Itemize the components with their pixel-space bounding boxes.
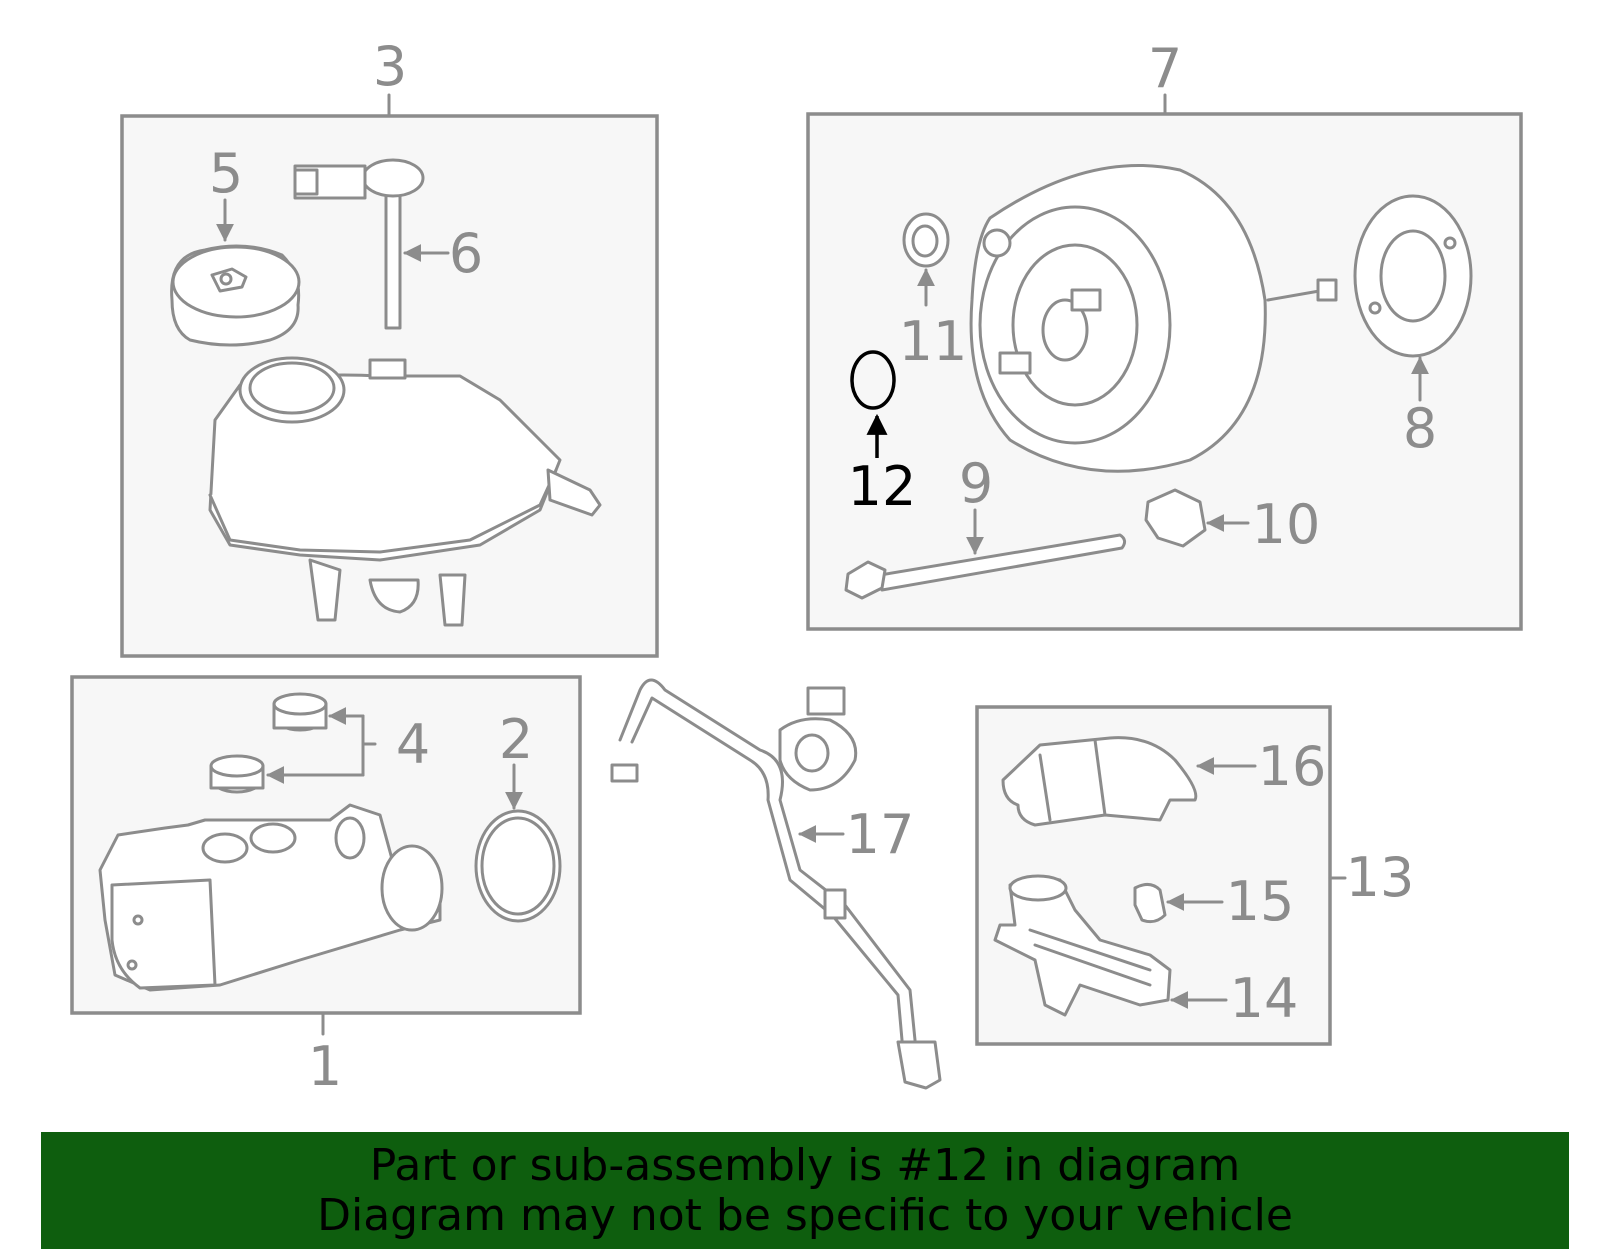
callout-12-highlighted: 12 bbox=[848, 455, 917, 518]
level-sensor bbox=[293, 158, 425, 330]
info-banner: Part or sub-assembly is #12 in diagram D… bbox=[41, 1132, 1569, 1249]
callout-5: 5 bbox=[209, 142, 243, 205]
master-cylinder bbox=[98, 803, 444, 992]
callout-8: 8 bbox=[1403, 397, 1437, 460]
callout-17: 17 bbox=[846, 803, 915, 866]
callout-10: 10 bbox=[1252, 493, 1321, 556]
seals bbox=[209, 692, 328, 794]
callout-15: 15 bbox=[1226, 870, 1295, 933]
booster-flange bbox=[1353, 194, 1473, 358]
vacuum-hose bbox=[610, 678, 942, 1090]
callout-labels: 1 2 3 4 5 6 7 8 9 10 11 12 13 14 15 16 1… bbox=[209, 35, 1437, 1098]
group-1-master-cylinder bbox=[70, 675, 582, 1036]
brake-booster bbox=[969, 164, 1338, 473]
plug bbox=[1133, 883, 1167, 924]
group-7-booster bbox=[806, 93, 1523, 631]
callout-7: 7 bbox=[1148, 37, 1182, 100]
callout-3: 3 bbox=[373, 35, 407, 98]
callout-16: 16 bbox=[1258, 735, 1327, 798]
callout-9: 9 bbox=[959, 452, 993, 515]
callout-4: 4 bbox=[396, 713, 430, 776]
nut bbox=[1144, 488, 1207, 548]
leader-lines bbox=[216, 198, 1429, 1009]
reservoir-cap bbox=[170, 244, 301, 347]
banner-line-disclaimer: Diagram may not be specific to your vehi… bbox=[317, 1189, 1293, 1241]
seal-ring bbox=[474, 809, 562, 923]
callout-2: 2 bbox=[499, 708, 533, 771]
group-13-sensor-bracket bbox=[975, 705, 1347, 1046]
callout-6: 6 bbox=[449, 222, 483, 285]
group-3-reservoir bbox=[120, 93, 659, 658]
reservoir-body bbox=[208, 356, 602, 627]
push-rod bbox=[844, 533, 1127, 600]
grommet bbox=[902, 212, 950, 268]
callout-13: 13 bbox=[1346, 846, 1415, 909]
pressure-sensor bbox=[993, 874, 1172, 1017]
callout-1: 1 bbox=[308, 1035, 342, 1098]
callout-11: 11 bbox=[899, 310, 968, 373]
callout-14: 14 bbox=[1230, 967, 1299, 1030]
o-ring-highlighted bbox=[850, 350, 896, 410]
banner-line-part: Part or sub-assembly is #12 in diagram bbox=[369, 1139, 1241, 1191]
